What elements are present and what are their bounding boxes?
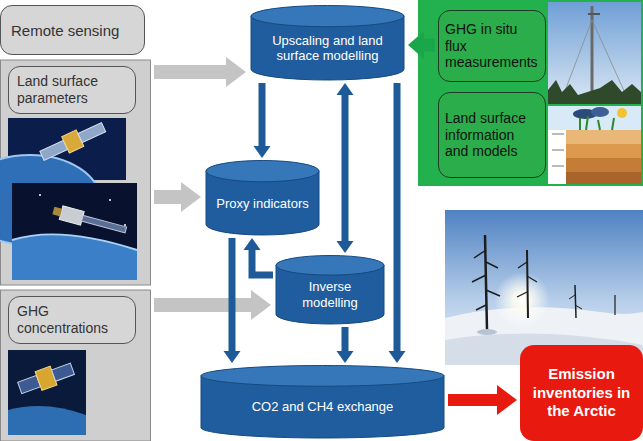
process-cylinder: CO2 and CH4 exchange <box>200 365 445 439</box>
flow-arrow <box>408 31 435 59</box>
node-label: Inverse modelling <box>281 279 379 310</box>
arrow-head <box>254 146 271 158</box>
arrow-head <box>181 182 201 212</box>
node-label: Upscaling and land surface modelling <box>256 33 399 64</box>
arrow-head <box>226 57 246 87</box>
arrow-shaft <box>154 65 227 79</box>
arrow-head <box>408 31 424 59</box>
flow-arrow <box>154 290 271 320</box>
arrow-head <box>251 290 271 320</box>
process-cylinder: Upscaling and land surface modelling <box>250 5 405 81</box>
input-box: GHG in situ flux measurements <box>438 10 546 82</box>
arrow-shaft <box>423 39 435 52</box>
arrow-shaft <box>394 83 401 352</box>
process-cylinder: Proxy indicators <box>205 160 320 236</box>
arrow-shaft <box>448 394 498 406</box>
node-label: Emission inventories in the Arctic <box>526 365 637 421</box>
arrow-head <box>337 83 354 95</box>
data-panel: GHG concentrations <box>0 290 150 441</box>
flow-arrow <box>254 83 271 158</box>
data-panel: Land surface parameters <box>0 60 150 285</box>
node-label: CO2 and CH4 exchange <box>252 399 394 415</box>
arctic-photo <box>445 210 643 365</box>
flow-arrow <box>154 182 201 212</box>
flow-arrow <box>389 83 406 363</box>
arrow-head <box>224 351 241 363</box>
arrow-head <box>244 238 261 250</box>
flux-tower-photo <box>548 2 641 104</box>
satellite-image <box>12 183 137 280</box>
source-box: Remote sensing <box>0 5 145 55</box>
process-cylinder: Inverse modelling <box>275 255 385 325</box>
node-label: GHG concentrations <box>8 296 136 344</box>
arrow-head <box>337 241 354 253</box>
arrow-shaft <box>252 249 273 275</box>
flow-arrow <box>337 83 354 253</box>
arrow-shaft <box>154 190 182 204</box>
flow-arrow <box>224 238 241 363</box>
node-label: Land surface information and models <box>445 110 539 160</box>
node-label: GHG in situ flux measurements <box>445 21 539 71</box>
arrow-head <box>497 385 517 415</box>
arrow-shaft <box>154 298 252 312</box>
flow-arrow <box>244 238 274 275</box>
arrow-head <box>389 351 406 363</box>
node-label: Land surface parameters <box>8 66 136 114</box>
input-box: Land surface information and models <box>438 92 546 178</box>
arrow-shaft <box>229 238 236 352</box>
satellite-image <box>8 350 86 435</box>
land-model-picture <box>548 106 641 184</box>
arrow-shaft <box>259 83 266 147</box>
flow-arrow <box>154 57 246 87</box>
panel-ground <box>418 0 643 186</box>
arrow-shaft <box>342 94 349 242</box>
node-label: Proxy indicators <box>216 196 308 212</box>
flow-arrow <box>448 385 517 415</box>
arrow-shaft <box>342 327 349 352</box>
output-box: Emission inventories in the Arctic <box>520 345 643 441</box>
panel-ground <box>1 290 151 441</box>
node-label: Remote sensing <box>11 22 134 39</box>
arrow-head <box>337 351 354 363</box>
flow-arrow <box>337 327 354 363</box>
